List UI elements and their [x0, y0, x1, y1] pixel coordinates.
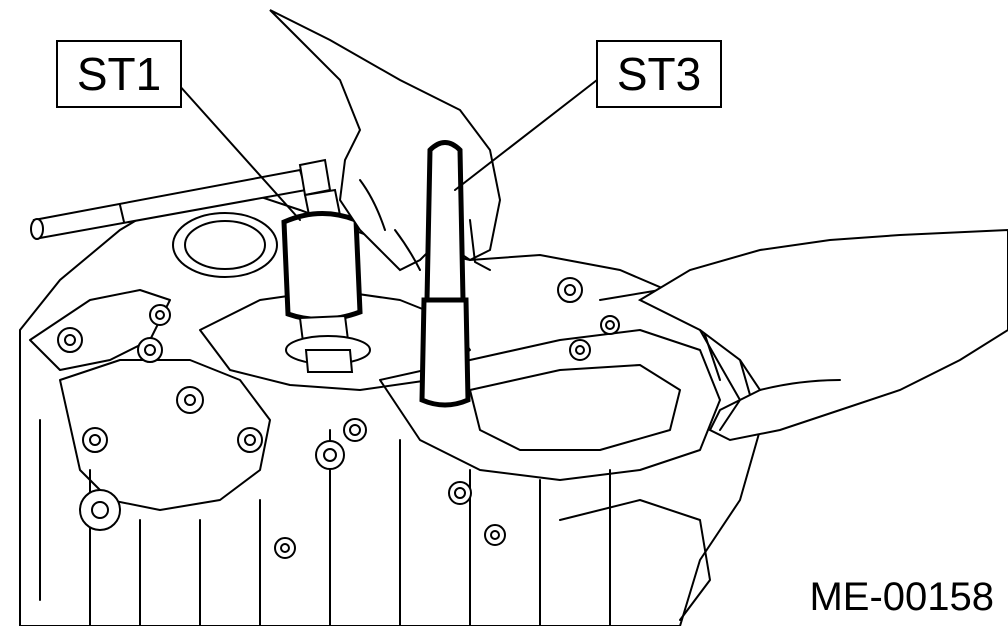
case-port — [172, 212, 278, 278]
st1-label: ST1 — [56, 40, 182, 108]
hand-right — [637, 228, 1008, 442]
st3-leader-line — [454, 79, 598, 191]
st1-tool — [281, 158, 371, 373]
st1-leader-line — [177, 83, 301, 221]
st3-tool — [419, 140, 471, 408]
figure-code: ME-00158 — [809, 575, 994, 619]
bolt-bosses — [57, 277, 620, 559]
st3-label: ST3 — [596, 40, 722, 108]
leader-lines — [177, 79, 598, 221]
